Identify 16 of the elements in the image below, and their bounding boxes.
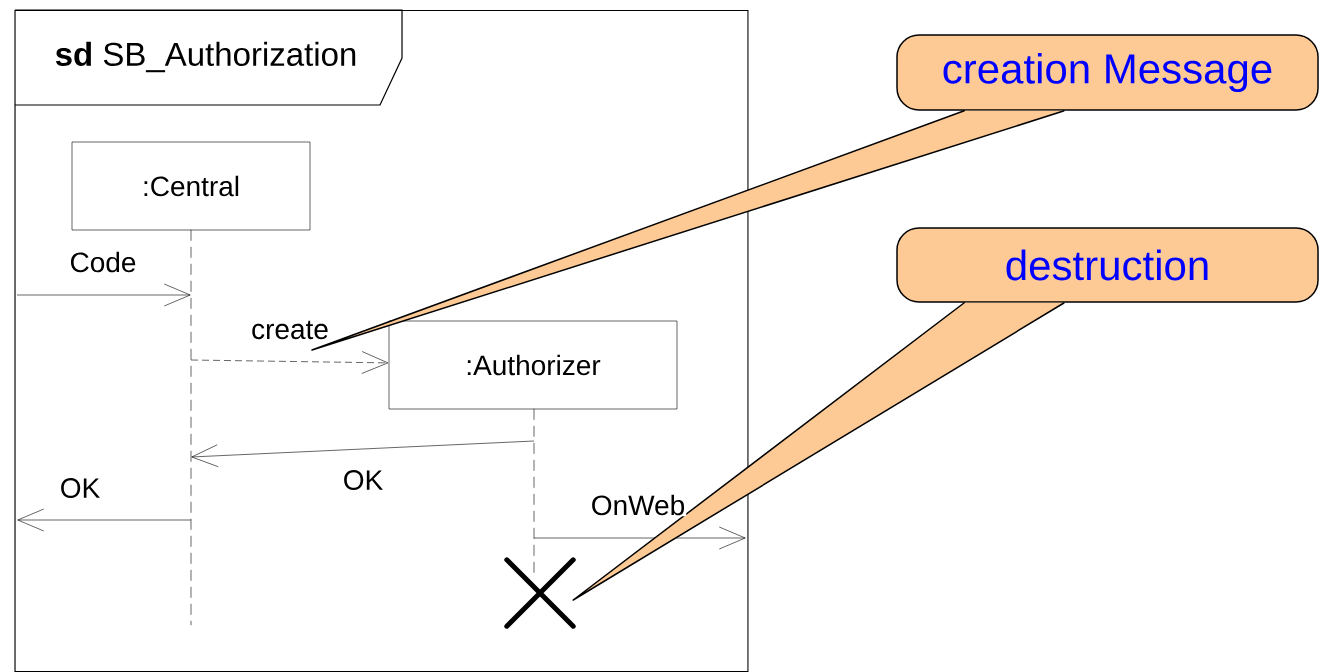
lifeline — [190, 229, 192, 626]
lifeline-box: :Central — [71, 141, 311, 231]
message-arrow — [190, 351, 389, 374]
message-arrow — [17, 508, 192, 532]
message-arrow — [533, 526, 746, 550]
edge-label: Code — [68, 250, 138, 274]
callout: creation Message — [896, 34, 1319, 111]
lifeline-box: :Authorizer — [388, 320, 678, 410]
edge-label: create — [250, 319, 330, 341]
message-arrow — [16, 283, 191, 307]
edge-label: OnWeb — [589, 493, 687, 517]
edge-label: OK — [341, 469, 385, 491]
edge-label: OK — [58, 477, 102, 499]
message-arrow — [191, 440, 535, 468]
callout: destruction — [896, 227, 1319, 303]
destruction-mark — [504, 557, 576, 629]
